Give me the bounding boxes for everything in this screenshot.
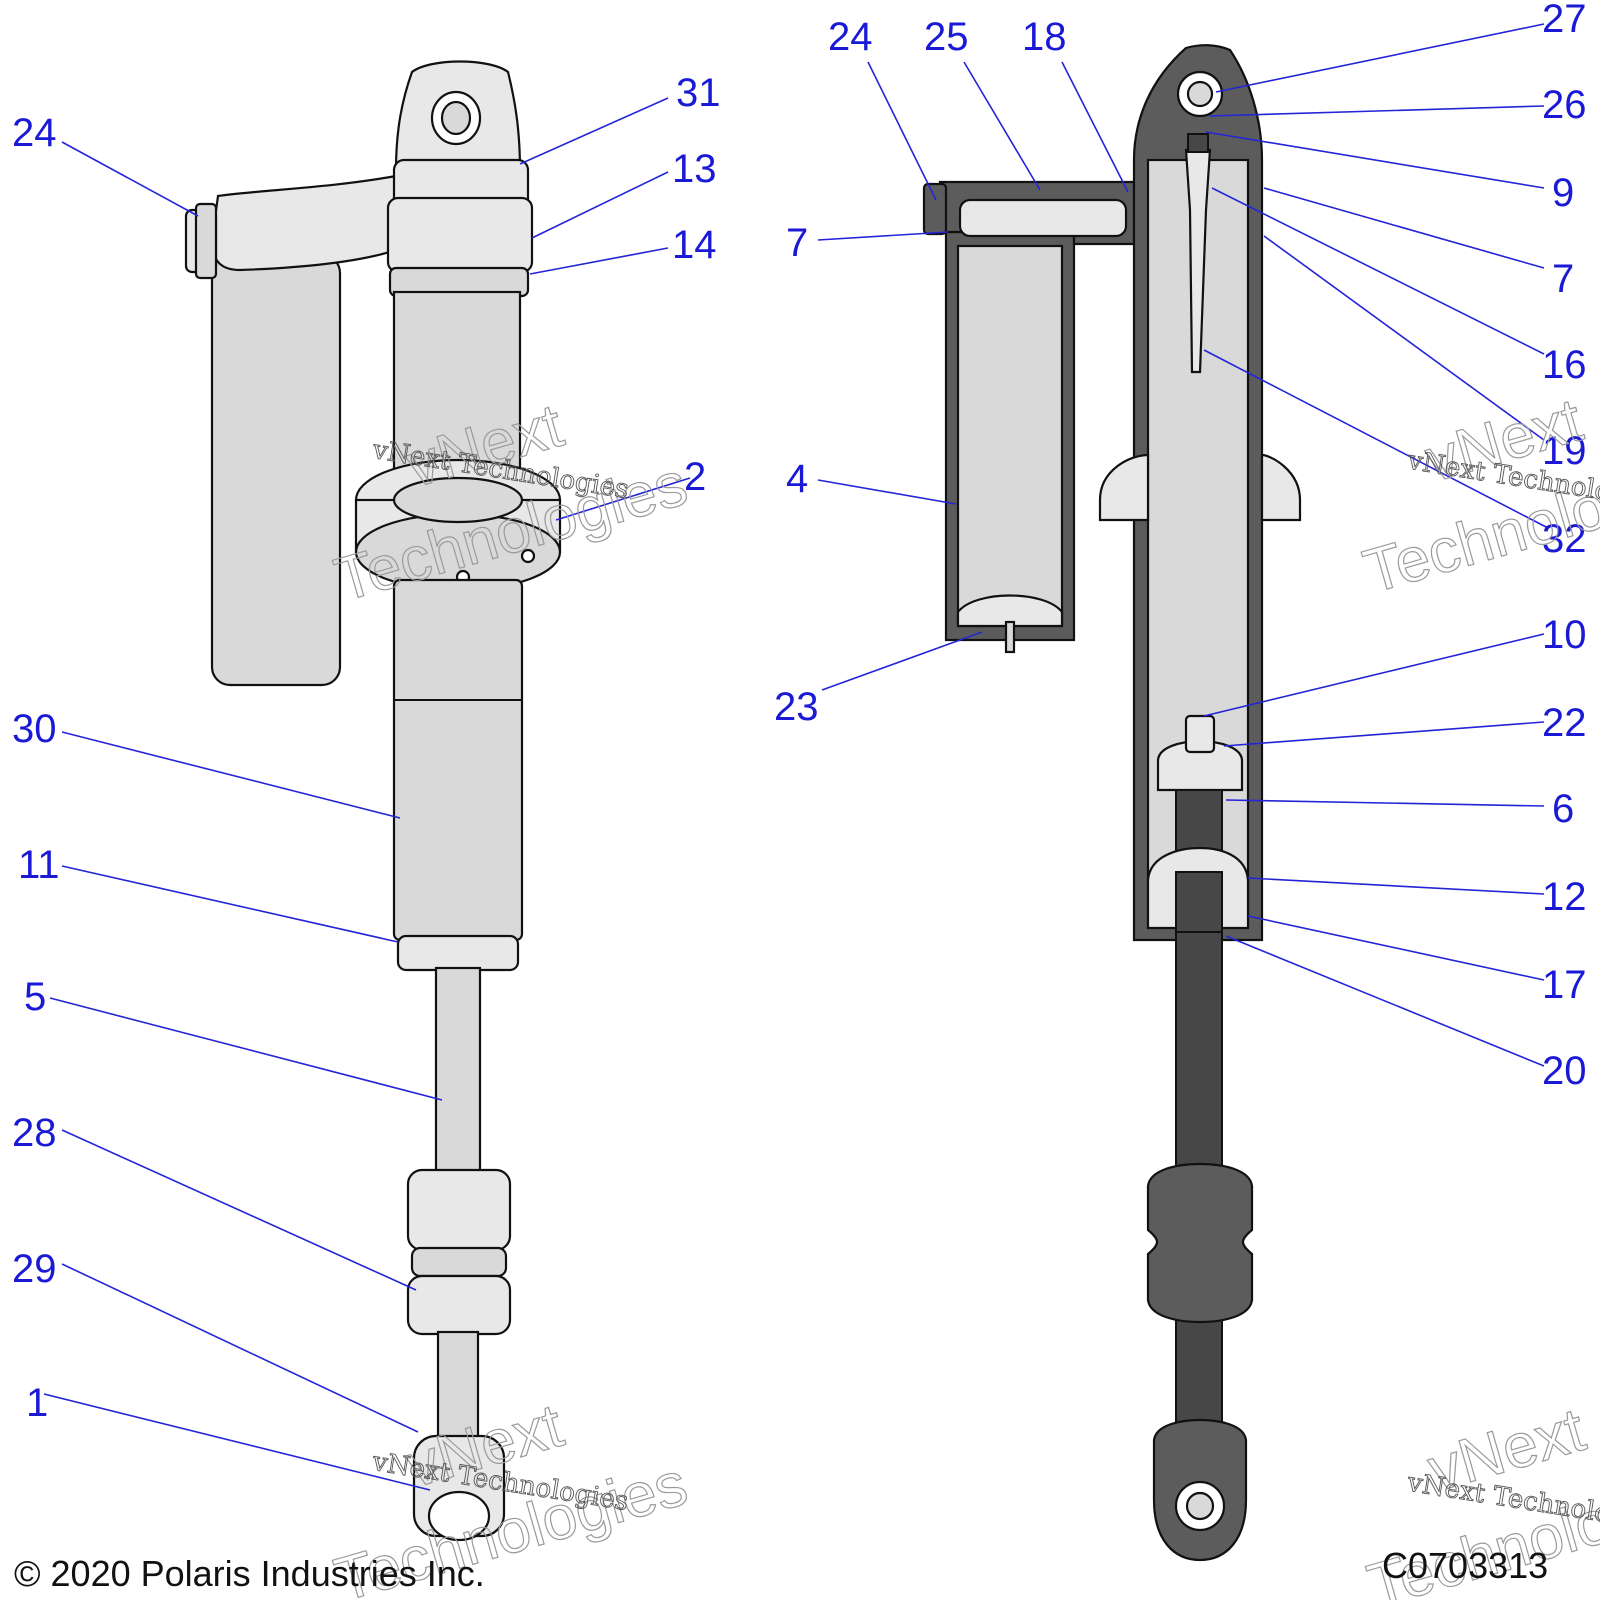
main-body-upper bbox=[392, 290, 522, 494]
bottom-eye-bore-section-inner bbox=[1185, 1491, 1215, 1521]
bypass-needle bbox=[1184, 148, 1212, 374]
callout-25: 25 bbox=[924, 15, 969, 59]
callout-14: 14 bbox=[672, 223, 717, 267]
bottom-eye-bore bbox=[427, 1490, 491, 1542]
preload-ring-hole bbox=[520, 548, 536, 564]
leader-23 bbox=[821, 631, 983, 691]
callout-7: 7 bbox=[1552, 257, 1574, 301]
top-eye-bore-inner bbox=[440, 100, 472, 136]
leader-20 bbox=[1225, 935, 1545, 1067]
reservoir-arm bbox=[210, 174, 398, 272]
callout-19: 19 bbox=[1542, 429, 1587, 473]
leader-6 bbox=[1225, 799, 1545, 807]
shock-cutaway-view bbox=[922, 44, 1302, 1562]
leader-16 bbox=[1211, 187, 1545, 355]
callout-20: 20 bbox=[1542, 1049, 1587, 1093]
callout-31: 31 bbox=[676, 71, 721, 115]
leader-30 bbox=[61, 731, 401, 819]
main-body-lower bbox=[392, 578, 524, 942]
callout-5: 5 bbox=[24, 975, 46, 1019]
piston-nut bbox=[1184, 714, 1216, 754]
bump-stop-lower bbox=[406, 1274, 512, 1336]
leader-4 bbox=[817, 479, 957, 505]
leader-1 bbox=[43, 1393, 431, 1491]
leader-13 bbox=[531, 171, 669, 239]
callout-22: 22 bbox=[1542, 701, 1587, 745]
leader-17 bbox=[1247, 915, 1545, 981]
reservoir-canister bbox=[210, 253, 342, 687]
callout-28: 28 bbox=[12, 1111, 57, 1155]
callout-16: 16 bbox=[1542, 343, 1587, 387]
leader-10 bbox=[1203, 633, 1545, 717]
leader-12 bbox=[1247, 877, 1545, 895]
reservoir-cap-section bbox=[922, 182, 948, 236]
leader-32 bbox=[1203, 349, 1549, 529]
leader-25 bbox=[963, 61, 1041, 191]
leader-5 bbox=[49, 997, 443, 1101]
preload-ring-bore bbox=[392, 476, 524, 524]
callout-1: 1 bbox=[26, 1381, 48, 1425]
callout-17: 17 bbox=[1542, 963, 1587, 1007]
reservoir-piston-stem bbox=[1004, 620, 1016, 654]
spring-seat-flange bbox=[1260, 453, 1302, 522]
body-end-ring bbox=[396, 934, 520, 972]
spring-seat-flange bbox=[1098, 453, 1150, 522]
bump-stop bbox=[406, 1168, 512, 1252]
leader-29 bbox=[61, 1263, 419, 1433]
reservoir-piston bbox=[956, 594, 1064, 628]
callout-24: 24 bbox=[12, 111, 57, 155]
reservoir-passage bbox=[958, 198, 1128, 238]
callout-6: 6 bbox=[1552, 787, 1574, 831]
callout-26: 26 bbox=[1542, 83, 1587, 127]
callout-7: 7 bbox=[786, 221, 808, 265]
callout-32: 32 bbox=[1542, 517, 1587, 561]
callout-13: 13 bbox=[672, 147, 717, 191]
leader-22 bbox=[1223, 721, 1545, 747]
callout-29: 29 bbox=[12, 1247, 57, 1291]
leader-9 bbox=[1205, 131, 1545, 189]
piston-shaft bbox=[434, 966, 482, 1190]
leader-31 bbox=[519, 97, 669, 165]
leader-lines bbox=[43, 23, 1549, 1491]
seal-head-inner bbox=[1175, 871, 1223, 933]
leader-19 bbox=[1263, 235, 1545, 441]
needle-seat bbox=[1187, 133, 1209, 153]
shock-external-view bbox=[184, 60, 562, 1542]
callout-labels: 24 31 13 14 2 30 11 5 28 29 1 24 25 18 2… bbox=[12, 0, 1587, 1425]
leader-18 bbox=[1061, 61, 1129, 193]
copyright-notice: © 2020 Polaris Industries Inc. bbox=[14, 1553, 485, 1594]
callout-12: 12 bbox=[1542, 875, 1587, 919]
reservoir-collar bbox=[386, 196, 534, 274]
callout-9: 9 bbox=[1552, 171, 1574, 215]
leader-24a bbox=[61, 141, 199, 217]
leader-28 bbox=[61, 1129, 417, 1291]
callout-11: 11 bbox=[18, 843, 60, 887]
figure-code: C0703313 bbox=[1382, 1545, 1548, 1586]
callout-10: 10 bbox=[1542, 613, 1587, 657]
callout-24: 24 bbox=[828, 15, 873, 59]
reservoir-canister-inner bbox=[956, 244, 1064, 628]
leader-7a bbox=[817, 231, 949, 241]
leader-24b bbox=[867, 61, 937, 201]
bump-stop-section bbox=[1146, 1162, 1254, 1324]
leader-2 bbox=[555, 477, 691, 521]
bump-stop-ring bbox=[410, 1246, 508, 1278]
callout-30: 30 bbox=[12, 707, 57, 751]
leader-14 bbox=[529, 247, 669, 275]
callout-23: 23 bbox=[774, 685, 819, 729]
leader-27 bbox=[1215, 23, 1545, 93]
lower-shaft bbox=[436, 1330, 480, 1446]
callout-2: 2 bbox=[684, 455, 706, 499]
leader-26 bbox=[1209, 105, 1545, 117]
reservoir-cap-knob bbox=[194, 202, 218, 280]
callout-4: 4 bbox=[786, 457, 808, 501]
callout-27: 27 bbox=[1542, 0, 1587, 41]
leader-7b bbox=[1263, 187, 1545, 269]
leader-11 bbox=[61, 865, 399, 943]
callout-18: 18 bbox=[1022, 15, 1067, 59]
top-eye-bore-section-inner bbox=[1186, 80, 1214, 108]
